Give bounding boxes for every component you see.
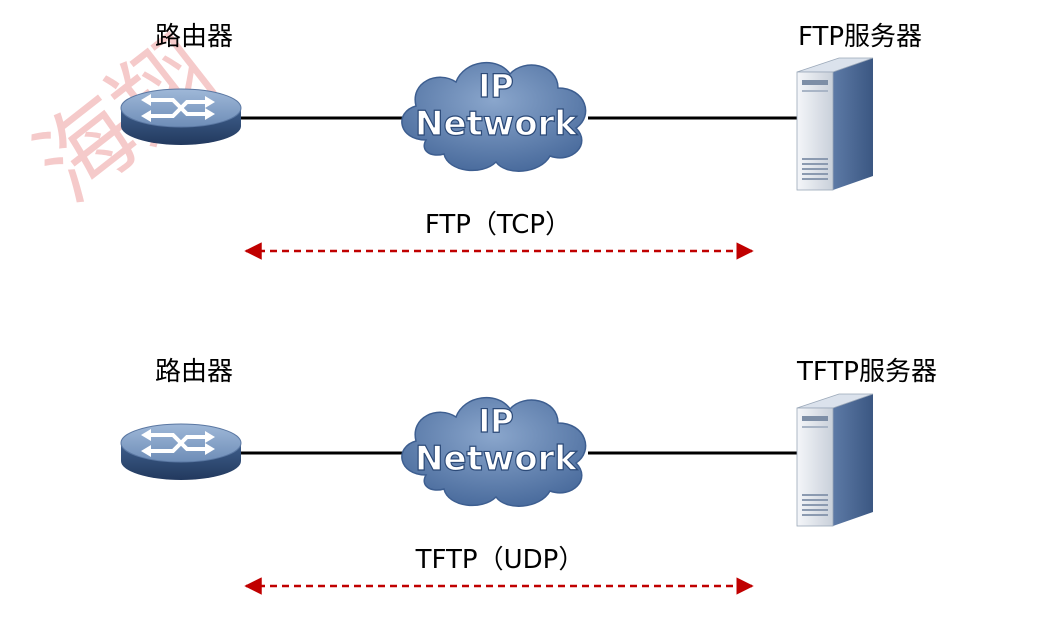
server-icon: [796, 57, 874, 191]
router-icon: [119, 422, 243, 482]
cloud-line1: IP: [478, 67, 513, 105]
server-label: FTP服务器: [798, 22, 922, 52]
cloud-line2: Network: [415, 104, 578, 144]
protocol-label: FTP（TCP）: [425, 210, 571, 240]
router-label: 路由器: [155, 22, 233, 52]
ftp-diagram: 路由器 IP Network FTP服务器 FTP（TCP）: [119, 22, 922, 260]
server-label: TFTP服务器: [796, 357, 937, 387]
tftp-diagram: 路由器 IP Network TFTP服务器 TFTP（UDP）: [119, 357, 937, 595]
server-icon: [796, 393, 874, 527]
cloud-line2: Network: [415, 439, 578, 479]
protocol-label: TFTP（UDP）: [415, 545, 585, 575]
router-label: 路由器: [155, 357, 233, 387]
cloud-line1: IP: [478, 402, 513, 440]
router-icon: [119, 87, 243, 147]
